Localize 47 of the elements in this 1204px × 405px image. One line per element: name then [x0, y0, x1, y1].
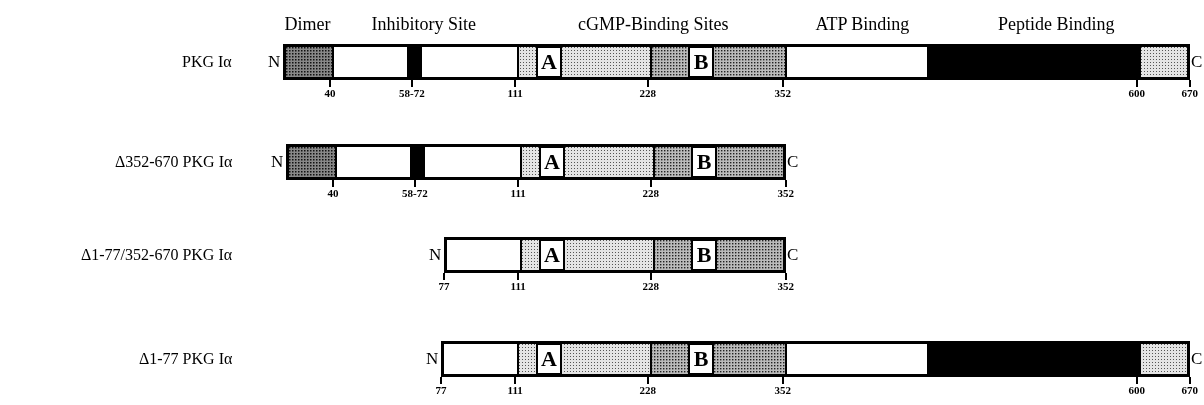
- binding-site-box: A: [539, 146, 565, 178]
- domain-heading: ATP Binding: [815, 14, 910, 35]
- binding-site-box: B: [691, 239, 717, 271]
- residue-number: 600: [1128, 384, 1145, 396]
- construct-label: Δ352-670 PKG Iα: [115, 153, 233, 171]
- binding-site-box: B: [691, 146, 717, 178]
- residue-number: 600: [1128, 87, 1145, 99]
- residue-number: 352: [777, 280, 794, 292]
- residue-number: 228: [642, 280, 659, 292]
- binding-site-box: A: [536, 46, 562, 78]
- domain-heading: cGMP-Binding Sites: [578, 14, 729, 35]
- terminus-label: N: [429, 245, 442, 265]
- terminus-label: N: [268, 52, 281, 72]
- terminus-label: C: [1191, 52, 1203, 72]
- residue-number: 40: [324, 87, 336, 99]
- residue-number: 670: [1181, 87, 1198, 99]
- terminus-label: C: [787, 245, 799, 265]
- residue-number: 670: [1181, 384, 1198, 396]
- residue-number: 352: [774, 87, 791, 99]
- residue-number: 228: [642, 187, 659, 199]
- binding-site-box: A: [539, 239, 565, 271]
- binding-site-box: B: [688, 46, 714, 78]
- residue-number: 58-72: [399, 87, 425, 99]
- terminus-label: N: [271, 152, 284, 172]
- terminus-label: C: [787, 152, 799, 172]
- residue-number: 228: [639, 87, 656, 99]
- residue-number: 40: [327, 187, 339, 199]
- construct-label: Δ1-77 PKG Iα: [139, 350, 233, 368]
- construct-label: PKG Iα: [182, 53, 232, 71]
- terminus-label: C: [1191, 349, 1203, 369]
- residue-number: 352: [777, 187, 794, 199]
- domain-heading: Inhibitory Site: [371, 14, 476, 35]
- domain-heading: Peptide Binding: [998, 14, 1115, 35]
- residue-number: 77: [438, 280, 450, 292]
- residue-number: 111: [507, 384, 523, 396]
- binding-site-box: A: [536, 343, 562, 375]
- terminus-label: N: [426, 349, 439, 369]
- residue-number: 58-72: [402, 187, 428, 199]
- binding-site-box: B: [688, 343, 714, 375]
- residue-number: 111: [510, 187, 526, 199]
- residue-number: 77: [435, 384, 447, 396]
- construct-label: Δ1-77/352-670 PKG Iα: [81, 246, 233, 264]
- residue-number: 228: [639, 384, 656, 396]
- residue-number: 111: [507, 87, 523, 99]
- residue-number: 352: [774, 384, 791, 396]
- domain-heading: Dimer: [284, 14, 331, 35]
- residue-number: 111: [510, 280, 526, 292]
